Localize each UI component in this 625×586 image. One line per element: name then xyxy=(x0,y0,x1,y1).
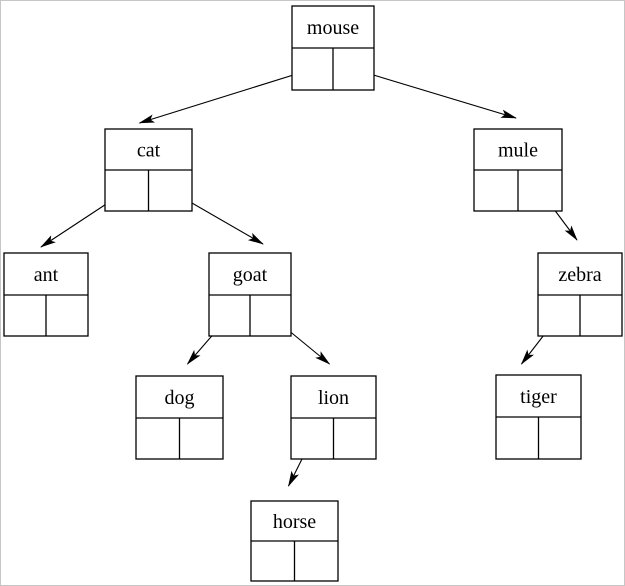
node-zebra: zebra xyxy=(537,252,623,337)
node-lion: lion xyxy=(290,375,377,460)
node-cat: cat xyxy=(104,128,193,212)
node-goat: goat xyxy=(208,252,292,337)
node-mouse-label: mouse xyxy=(307,17,359,39)
node-cat-label: cat xyxy=(137,140,161,162)
node-mule-label: mule xyxy=(498,140,538,162)
nodes-layer: mouse cat mule ant goat zebra dog lion tiger hors… xyxy=(3,5,623,582)
edge-mouse-right-to-mule xyxy=(353,68,517,119)
node-horse: horse xyxy=(250,500,339,582)
node-mule: mule xyxy=(473,128,563,212)
node-mouse: mouse xyxy=(291,5,375,91)
node-dog-label: dog xyxy=(165,387,195,409)
node-dog: dog xyxy=(135,375,224,460)
node-tiger: tiger xyxy=(495,374,582,460)
node-goat-label: goat xyxy=(233,264,268,286)
edge-mouse-left-to-cat xyxy=(138,68,313,124)
node-horse-label: horse xyxy=(273,511,316,533)
node-tiger-label: tiger xyxy=(520,386,557,408)
node-ant: ant xyxy=(3,252,89,337)
node-ant-label: ant xyxy=(34,264,59,286)
node-lion-label: lion xyxy=(318,387,349,409)
node-zebra-label: zebra xyxy=(558,264,601,286)
